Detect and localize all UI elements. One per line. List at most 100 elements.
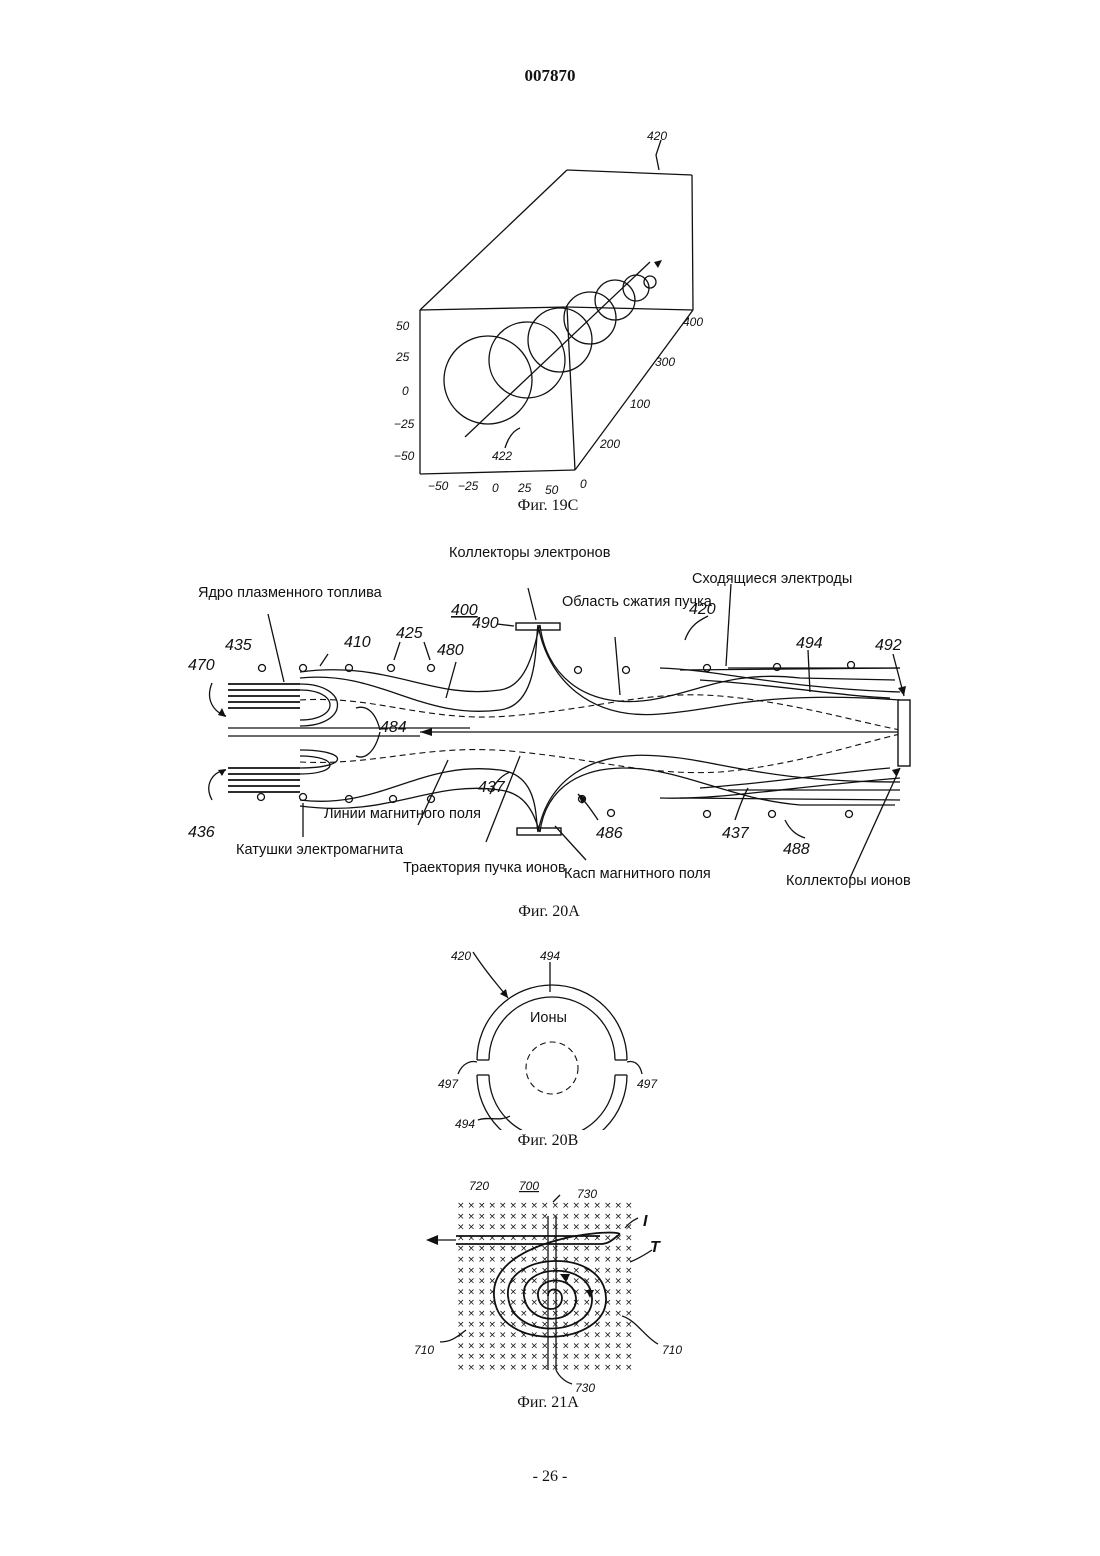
left-axis-tick: −25 <box>394 417 415 431</box>
field-x-marker: × <box>562 1352 570 1362</box>
field-x-marker: × <box>625 1341 633 1351</box>
field-x-marker: × <box>562 1298 570 1308</box>
ref-410: 410 <box>344 634 371 651</box>
field-x-marker: × <box>594 1201 602 1211</box>
field-x-marker: × <box>573 1212 581 1222</box>
field-x-marker: × <box>457 1287 465 1297</box>
field-x-marker: × <box>594 1244 602 1254</box>
field-x-marker: × <box>625 1201 633 1211</box>
field-x-marker: × <box>625 1331 633 1341</box>
field-x-marker: × <box>562 1255 570 1265</box>
field-x-marker: × <box>604 1320 612 1330</box>
ref-422: 422 <box>492 449 512 463</box>
field-x-marker: × <box>562 1212 570 1222</box>
field-x-marker: × <box>489 1341 497 1351</box>
leader-497-right <box>627 1062 642 1075</box>
ref-730-bottom: 730 <box>575 1381 595 1395</box>
field-x-marker: × <box>468 1363 476 1373</box>
arrow-heads <box>218 686 906 804</box>
field-x-marker: × <box>615 1341 623 1351</box>
field-x-marker: × <box>489 1309 497 1319</box>
field-x-marker: × <box>510 1363 518 1373</box>
field-x-marker: × <box>468 1244 476 1254</box>
field-x-marker: × <box>510 1287 518 1297</box>
field-x-marker: × <box>604 1309 612 1319</box>
electrode-ring <box>477 985 627 1130</box>
field-x-marker: × <box>468 1298 476 1308</box>
field-x-marker: × <box>615 1320 623 1330</box>
label-cusp: Касп магнитного поля <box>564 866 711 882</box>
field-x-marker: × <box>520 1352 528 1362</box>
field-x-marker: × <box>583 1223 591 1233</box>
field-x-marker: × <box>510 1352 518 1362</box>
ref-leader-420 <box>656 140 661 170</box>
field-x-marker: × <box>615 1298 623 1308</box>
field-x-marker: × <box>520 1223 528 1233</box>
field-x-marker: × <box>478 1266 486 1276</box>
field-x-marker: × <box>583 1352 591 1362</box>
ref-488: 488 <box>783 841 810 858</box>
field-x-marker: × <box>594 1255 602 1265</box>
bottom-axis-tick: 25 <box>517 481 532 495</box>
field-x-marker: × <box>625 1212 633 1222</box>
field-x-marker: × <box>499 1341 507 1351</box>
field-x-marker: × <box>615 1331 623 1341</box>
field-x-marker: × <box>520 1309 528 1319</box>
field-x-marker: × <box>457 1233 465 1243</box>
field-x-marker: × <box>594 1233 602 1243</box>
field-x-marker: × <box>499 1212 507 1222</box>
ref-490: 490 <box>472 615 499 632</box>
field-x-marker: × <box>478 1341 486 1351</box>
field-x-marker: × <box>604 1266 612 1276</box>
field-x-marker: × <box>468 1223 476 1233</box>
field-x-marker: × <box>615 1287 623 1297</box>
field-x-marker: × <box>468 1266 476 1276</box>
field-x-marker: × <box>604 1341 612 1351</box>
field-x-marker: × <box>562 1341 570 1351</box>
field-x-marker: × <box>583 1212 591 1222</box>
ref-480: 480 <box>437 642 464 659</box>
field-x-marker: × <box>499 1223 507 1233</box>
field-x-marker: × <box>468 1212 476 1222</box>
ref-710-right: 710 <box>662 1343 682 1357</box>
ref-700: 700 <box>519 1179 539 1193</box>
field-x-marker: × <box>457 1255 465 1265</box>
depth-axis-tick: 0 <box>580 477 587 491</box>
left-axis-tick: −50 <box>394 449 415 463</box>
field-x-marker: × <box>604 1244 612 1254</box>
field-x-marker: × <box>552 1223 560 1233</box>
field-x-marker: × <box>583 1298 591 1308</box>
ref-497-left: 497 <box>438 1077 459 1091</box>
ref-494-bottom: 494 <box>455 1117 475 1130</box>
bottom-axis-tick: 0 <box>492 481 499 495</box>
field-x-marker: × <box>615 1201 623 1211</box>
field-x-marker: × <box>499 1331 507 1341</box>
field-x-marker: × <box>520 1212 528 1222</box>
field-x-marker: × <box>531 1223 539 1233</box>
field-x-marker: × <box>531 1287 539 1297</box>
ref-425: 425 <box>396 625 423 642</box>
field-x-marker: × <box>615 1309 623 1319</box>
field-x-marker: × <box>520 1255 528 1265</box>
field-x-marker: × <box>594 1331 602 1341</box>
field-x-marker: × <box>499 1352 507 1362</box>
ref-leader-422 <box>505 428 520 448</box>
field-x-marker: × <box>478 1331 486 1341</box>
electron-collector-plates <box>516 623 561 835</box>
field-x-marker: × <box>615 1255 623 1265</box>
field-x-marker: × <box>573 1341 581 1351</box>
field-x-marker: × <box>478 1223 486 1233</box>
ref-484: 484 <box>380 719 407 736</box>
field-x-marker: × <box>489 1233 497 1243</box>
field-x-marker: × <box>573 1244 581 1254</box>
ion-collector <box>898 700 910 766</box>
field-x-marker: × <box>468 1277 476 1287</box>
field-x-marker: × <box>562 1287 570 1297</box>
leader-497-left <box>458 1062 477 1075</box>
field-x-marker: × <box>457 1266 465 1276</box>
field-x-marker: × <box>499 1298 507 1308</box>
left-axis-tick: 25 <box>395 350 410 364</box>
field-x-marker: × <box>489 1244 497 1254</box>
field-x-marker: × <box>615 1352 623 1362</box>
field-x-marker: × <box>478 1287 486 1297</box>
